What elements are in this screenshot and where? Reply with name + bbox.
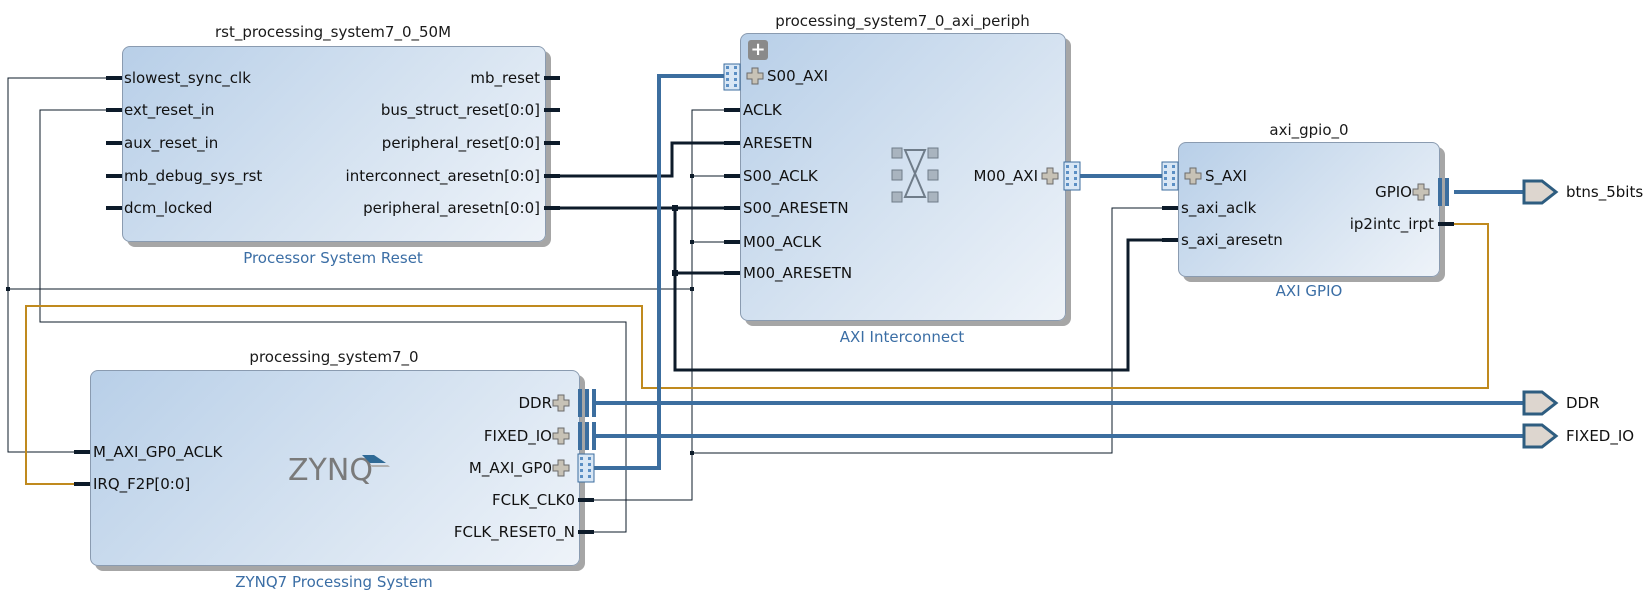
ps7-block[interactable] [90,370,580,566]
net-fclk-reset [39,109,627,533]
interconnect-vlnv-label: AXI Interconnect [839,328,965,346]
thick-nets [550,141,1168,372]
net-periph-down [673,208,1168,372]
pin-peripheral-aresetn[interactable]: peripheral_aresetn[0:0] [363,199,540,217]
interconnect-instance-name: processing_system7_0_axi_periph [775,12,1030,30]
pin-m00-aclk[interactable]: M00_ACLK [743,233,822,251]
pin-mb-reset[interactable]: mb_reset [470,69,540,87]
pin-mb-debug-sys-rst[interactable]: mb_debug_sys_rst [124,167,263,185]
gpio-block[interactable] [1178,142,1440,277]
pin-aresetn[interactable]: ARESETN [743,134,813,152]
external-port-shapes [1522,179,1559,449]
pin-interconnect-aresetn[interactable]: interconnect_aresetn[0:0] [345,167,540,185]
pin-fclk-reset0-n[interactable]: FCLK_RESET0_N [453,523,575,541]
port-btns-5bits-icon [1522,179,1559,205]
zynq-logo: ZYNQ [288,453,390,488]
pin-ddr[interactable]: DDR [518,394,552,412]
pin-aux-reset-in[interactable]: aux_reset_in [124,134,219,152]
net-clk-to-sync [7,77,692,290]
rst-instance-name: rst_processing_system7_0_50M [214,23,452,41]
interconnect-block[interactable] [740,33,1066,321]
net-interconnect-aresetn [550,141,730,178]
pin-peripheral-reset[interactable]: peripheral_reset[0:0] [381,134,540,152]
net-clk-to-gpio [692,207,1168,454]
pin-s-axi-aclk[interactable]: s_axi_aclk [1181,199,1257,217]
thin-nets [7,77,1168,533]
bus-m-axi-gp0 [590,74,728,470]
net-clk-to-gp0aclk [7,289,90,453]
pin-m-axi-gp0[interactable]: M_AXI_GP0 [468,459,552,477]
pin-fclk-clk0[interactable]: FCLK_CLK0 [491,491,575,509]
pin-ext-reset-in[interactable]: ext_reset_in [124,101,215,119]
port-ddr[interactable]: DDR [1566,394,1600,412]
net-fclk-clk0 [580,109,730,501]
gpio-vlnv-label: AXI GPIO [1275,282,1343,300]
pin-s-axi[interactable]: S_AXI [1205,167,1247,185]
expand-hierarchy-button[interactable]: + [748,40,768,60]
pin-dcm-locked[interactable]: dcm_locked [124,199,213,217]
pin-s00-aresetn[interactable]: S00_ARESETN [743,199,849,217]
pin-s00-axi[interactable]: S00_AXI [767,67,829,85]
net-interrupt [25,223,1489,485]
pin-ip2intc-irpt[interactable]: ip2intc_irpt [1349,215,1434,233]
pin-m-axi-gp0-aclk[interactable]: M_AXI_GP0_ACLK [93,443,223,461]
pin-m00-axi[interactable]: M00_AXI [973,167,1039,185]
pin-m00-aresetn[interactable]: M00_ARESETN [743,264,853,282]
ps7-instance-name: processing_system7_0 [249,348,419,366]
gpio-instance-name: axi_gpio_0 [1269,121,1349,139]
port-fixed-io[interactable]: FIXED_IO [1566,427,1635,445]
rst-vlnv-label: Processor System Reset [243,249,423,267]
pin-gpio[interactable]: GPIO [1375,183,1412,201]
junctions [6,174,694,455]
zynq-swoosh-icon [362,455,390,467]
port-ddr-icon [1522,390,1559,416]
pin-aclk[interactable]: ACLK [743,101,782,119]
port-btns-5bits[interactable]: btns_5bits [1566,183,1644,201]
pin-bus-struct-reset[interactable]: bus_struct_reset[0:0] [380,101,540,119]
axi-buses [590,74,1524,470]
pin-s-axi-aresetn[interactable]: s_axi_aresetn [1181,231,1283,249]
ps7-vlnv-label: ZYNQ7 Processing System [235,573,433,591]
pin-slowest-sync-clk[interactable]: slowest_sync_clk [124,69,251,87]
port-fixed-io-icon [1522,423,1559,449]
zynq-logo-text: ZYNQ [288,453,373,488]
rst-block[interactable] [122,46,546,242]
pin-fixed-io[interactable]: FIXED_IO [483,427,552,445]
pin-s00-aclk[interactable]: S00_ACLK [743,167,818,185]
pin-irq-f2p[interactable]: IRQ_F2P[0:0] [93,475,191,493]
